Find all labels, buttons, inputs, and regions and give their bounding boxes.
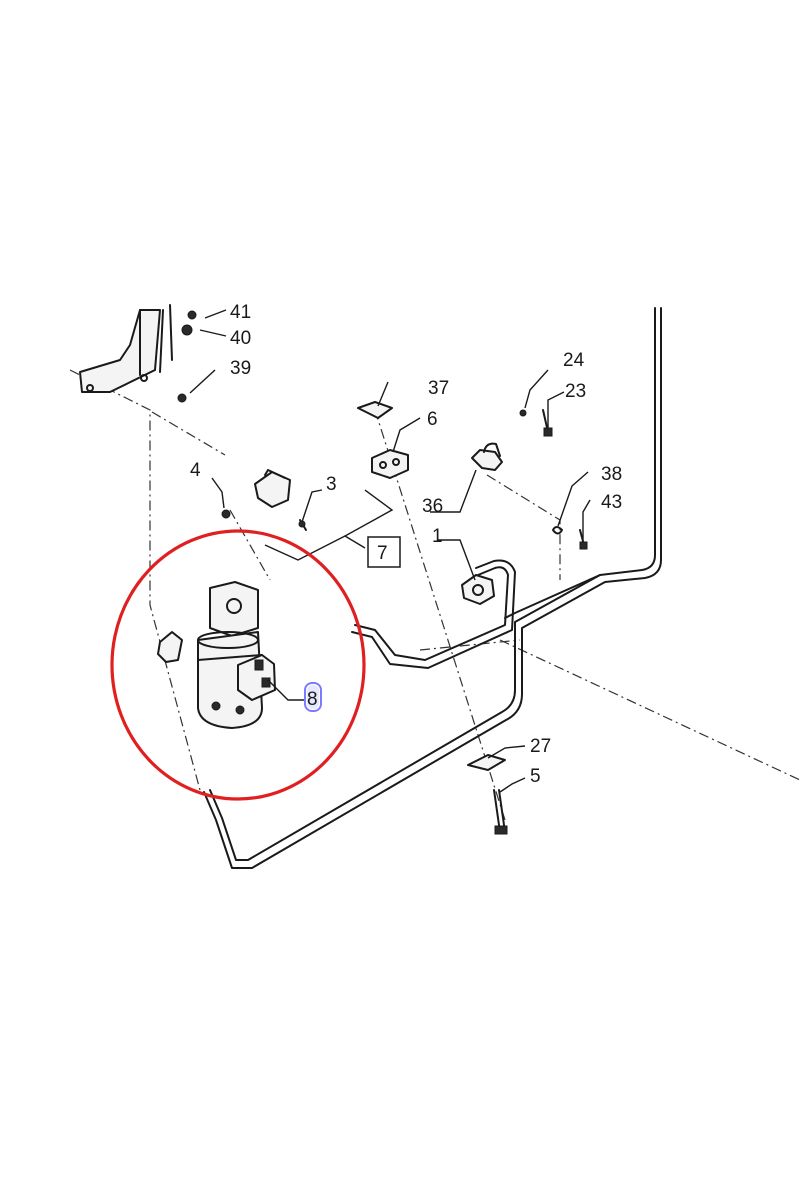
callout-37: 37	[428, 378, 449, 399]
callout-23: 23	[565, 381, 586, 402]
filter-assembly	[157, 581, 276, 729]
leader-lines	[189, 309, 591, 793]
callout-3: 3	[326, 474, 337, 495]
mounting-bracket	[79, 304, 197, 403]
hose-fitting	[461, 574, 495, 605]
callout-38: 38	[601, 464, 622, 485]
hydraulic-lines	[203, 307, 662, 869]
callout-4: 4	[190, 460, 201, 481]
callout-27: 27	[530, 736, 551, 757]
highlight-circle	[110, 529, 366, 801]
centerlines	[69, 369, 800, 821]
callout-8[interactable]: 8	[307, 689, 318, 710]
callout-1: 1	[432, 526, 443, 547]
flange-and-bolt	[467, 754, 508, 835]
callout-41: 41	[230, 302, 251, 323]
callout-40: 40	[230, 328, 251, 349]
callout-24: 24	[563, 350, 585, 371]
callout-43: 43	[601, 492, 622, 513]
callout-7-box	[367, 536, 401, 568]
callout-39: 39	[230, 358, 251, 379]
pipe-clamp	[471, 442, 503, 471]
selected-part-marker	[304, 682, 322, 712]
callout-6: 6	[427, 409, 438, 430]
callout-labels: 41 40 39 4 3 37 6 36 24 23 38 43 1 27 5 …	[190, 302, 622, 787]
callout-36: 36	[422, 496, 443, 517]
fasteners-right	[519, 409, 588, 550]
callout-5: 5	[530, 766, 541, 787]
pressure-switch	[221, 469, 307, 531]
callout-7: 7	[377, 543, 388, 564]
connector-block	[357, 401, 409, 479]
